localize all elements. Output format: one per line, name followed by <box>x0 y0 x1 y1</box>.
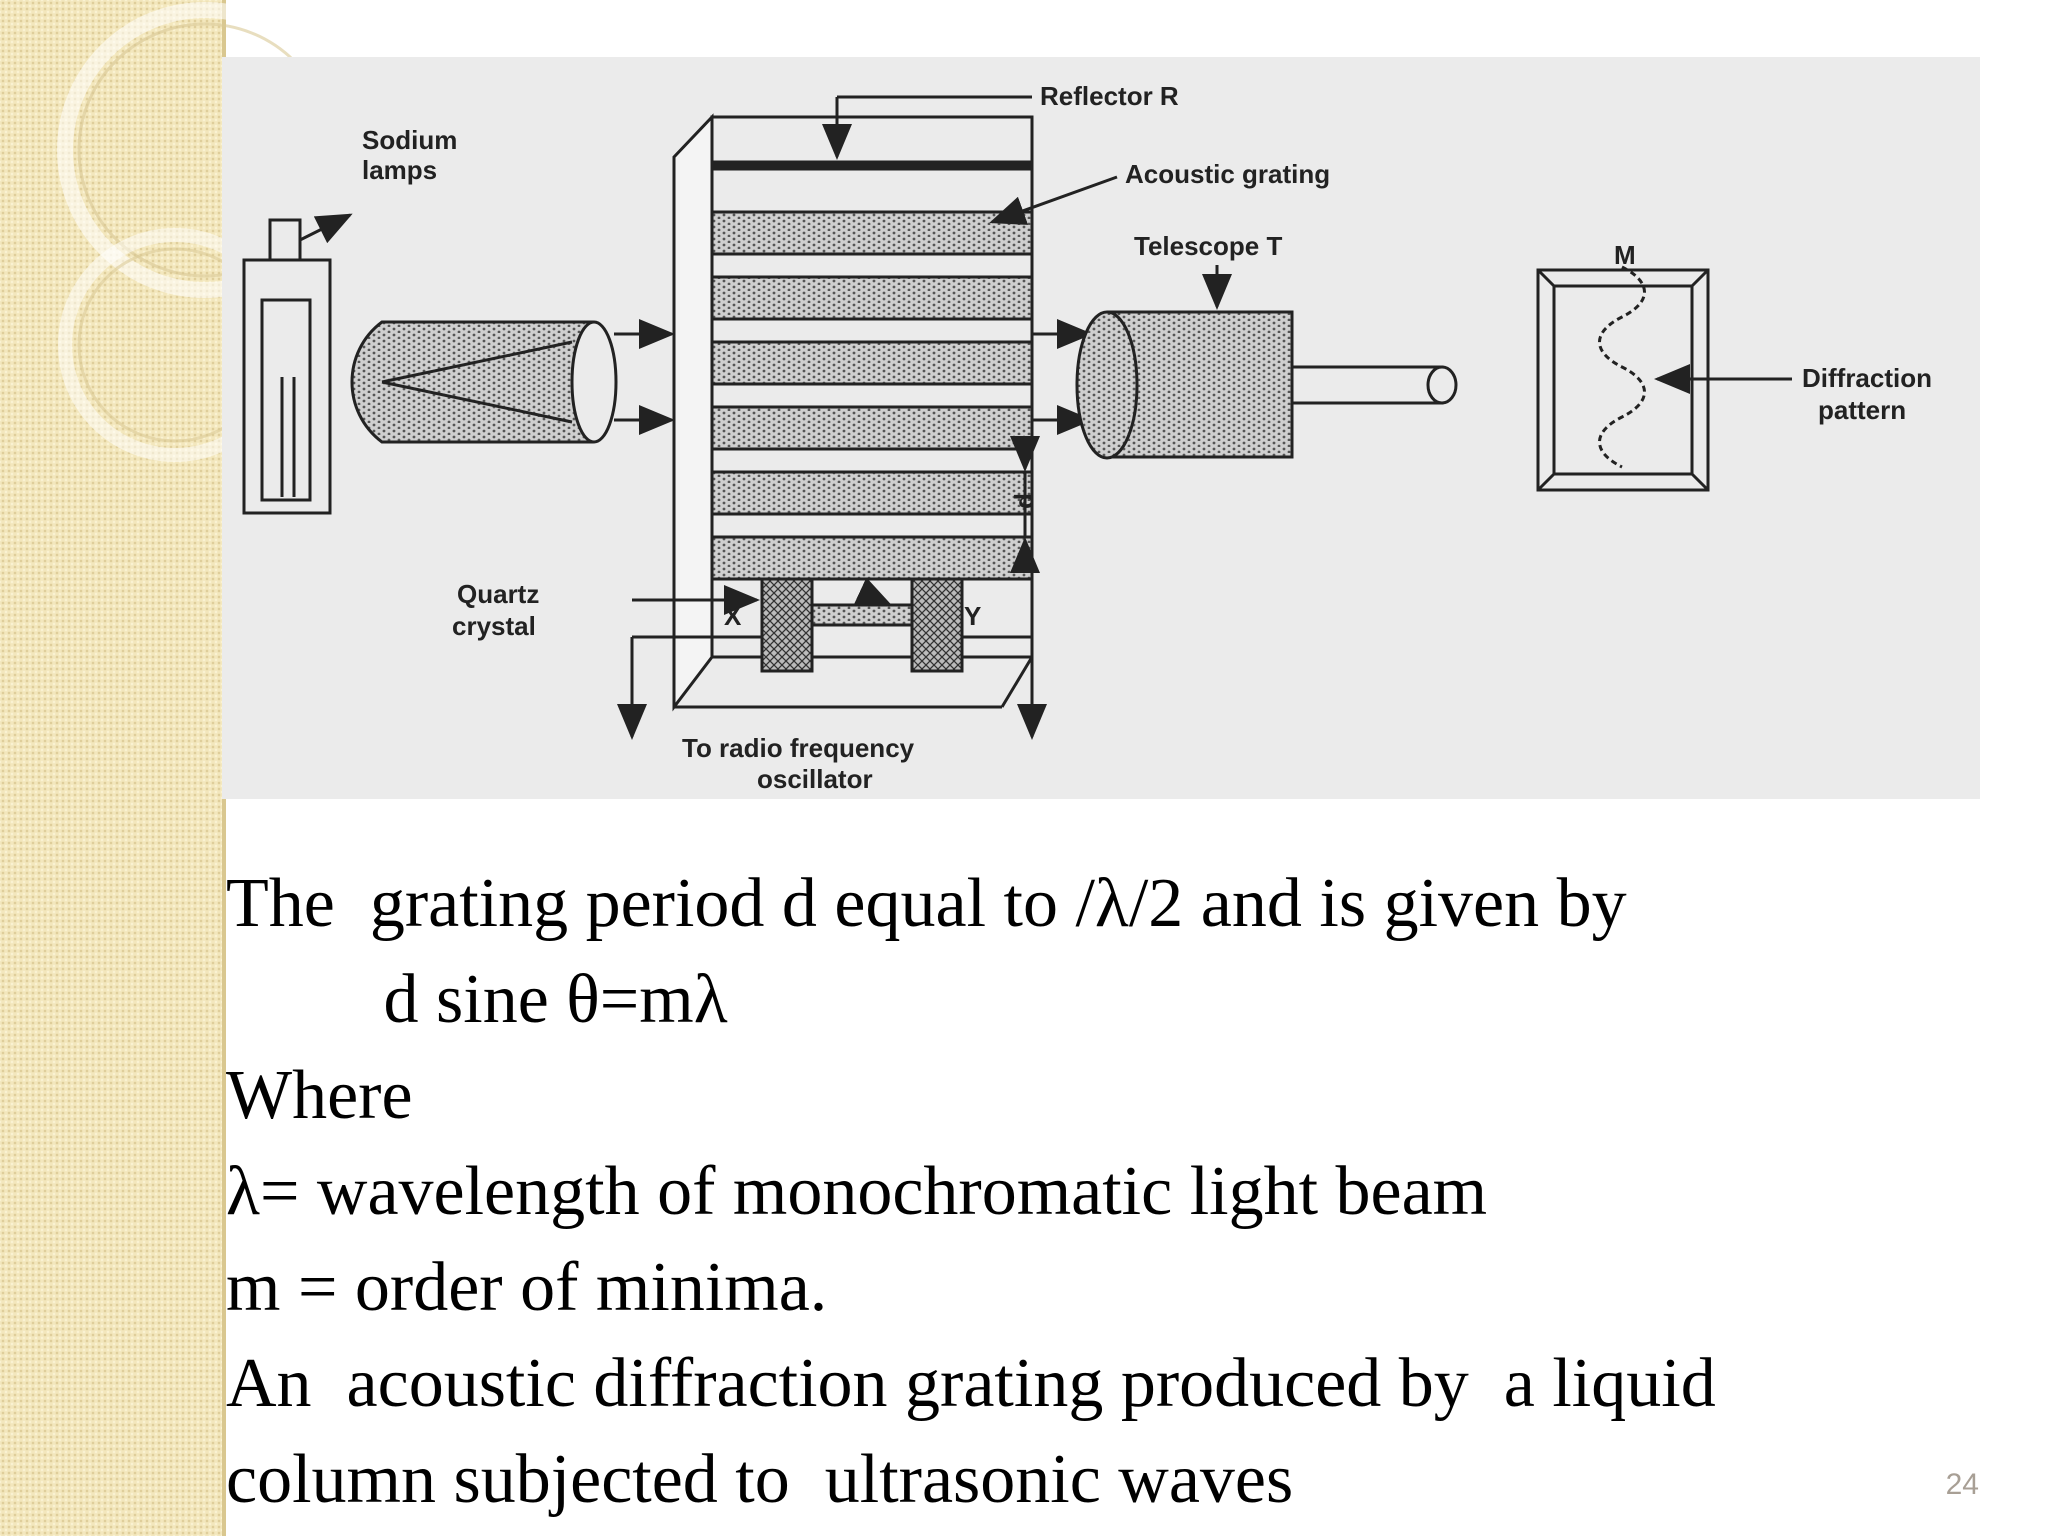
body-line-6: An acoustic diffraction grating produced… <box>226 1345 1716 1422</box>
body-line-1: The grating period d equal to /λ/2 and i… <box>226 865 1627 942</box>
pattern-label: pattern <box>1818 395 1906 425</box>
x-label: X <box>724 601 742 631</box>
diffraction-label: Diffraction <box>1802 363 1932 393</box>
y-label: Y <box>964 601 981 631</box>
sodium-label: Sodium <box>362 125 457 155</box>
lamps-label: lamps <box>362 155 437 185</box>
m-label: M <box>1614 240 1636 270</box>
reflector-label: Reflector R <box>1040 81 1179 111</box>
acoustic-grating-label: Acoustic grating <box>1125 159 1330 189</box>
slide-body-text: The grating period d equal to /λ/2 and i… <box>226 856 1986 1528</box>
quartz-label: Quartz <box>457 579 539 609</box>
body-line-2: d sine θ=mλ <box>226 961 728 1038</box>
radio-frequency-label: To radio frequency <box>682 733 915 763</box>
telescope-label: Telescope T <box>1134 231 1282 261</box>
page-number: 24 <box>1945 1468 1979 1501</box>
d-spacing-label: d <box>1009 493 1039 509</box>
body-line-7: column subjected to ultrasonic waves <box>226 1441 1294 1518</box>
oscillator-label: oscillator <box>757 764 873 794</box>
crystal-label: crystal <box>452 611 536 641</box>
body-line-3: Where <box>226 1057 413 1134</box>
body-line-4: λ= wavelength of monochromatic light bea… <box>226 1153 1488 1230</box>
acoustic-grating-diagram: Reflector R Sodium lamps Acoustic gratin… <box>222 57 1980 799</box>
body-line-5: m = order of minima. <box>226 1249 828 1326</box>
